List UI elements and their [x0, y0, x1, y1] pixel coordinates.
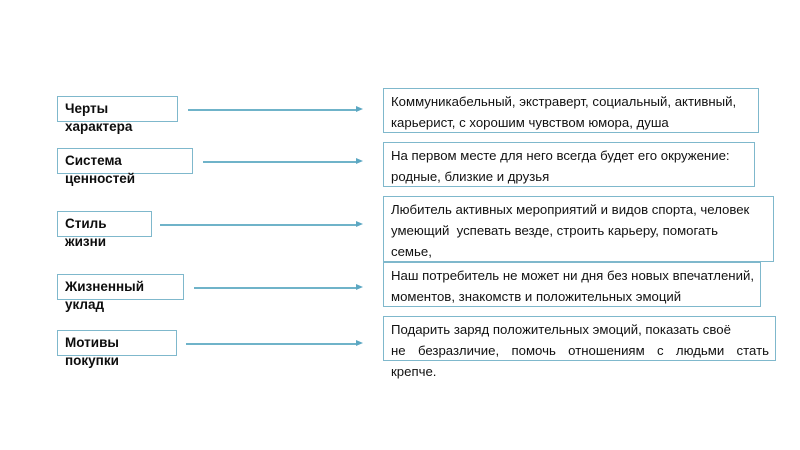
description-box-values[interactable]: На первом месте для него всегда будет ег… [383, 142, 755, 187]
description-line-overflow: крепче. [391, 364, 437, 379]
connector-arrow-lifeorder [194, 283, 363, 292]
arrow-right-icon [356, 158, 363, 164]
category-box-motives[interactable]: Мотивы покупки [57, 330, 177, 368]
arrow-right-icon [356, 284, 363, 290]
description-line: умеющий успевать везде, строить карьеру,… [391, 223, 718, 238]
arrow-right-icon [356, 221, 363, 227]
description-line: Наш потребитель не может ни дня без новы… [391, 268, 754, 283]
description-line: На первом месте для него всегда будет ег… [391, 148, 730, 163]
description-line: Коммуникабельный, экстраверт, социальный… [391, 94, 737, 109]
description-line: не безразличие, помочь отношениям с людь… [391, 343, 769, 358]
connector-arrow-lifestyle [160, 220, 363, 229]
connector-arrow-values [203, 157, 363, 166]
category-box-traits[interactable]: Черты характера [57, 96, 178, 134]
description-box-lifeorder[interactable]: Наш потребитель не может ни дня без новы… [383, 262, 761, 307]
description-line: Любитель активных мероприятий и видов сп… [391, 202, 750, 217]
connector-shaft [188, 109, 356, 111]
description-box-traits[interactable]: Коммуникабельный, экстраверт, социальный… [383, 88, 759, 133]
category-box-lifeorder[interactable]: Жизненный уклад [57, 274, 184, 312]
category-box-lifestyle[interactable]: Стиль жизни [57, 211, 152, 249]
description-line: Подарить заряд положительных эмоций, пок… [391, 322, 731, 337]
connector-shaft [160, 224, 356, 226]
connector-shaft [194, 287, 356, 289]
connector-arrow-motives [186, 339, 363, 348]
connector-shaft [186, 343, 356, 345]
arrow-right-icon [356, 340, 363, 346]
arrow-right-icon [356, 106, 363, 112]
connector-arrow-traits [188, 105, 363, 114]
description-line-overflow: семье, [391, 244, 432, 259]
description-box-lifestyle[interactable]: Любитель активных мероприятий и видов сп… [383, 196, 774, 262]
description-line-overflow: карьерист, с хорошим чувством юмора, душ… [391, 115, 669, 130]
description-line-overflow: родные, близкие и друзья [391, 169, 550, 184]
connector-shaft [203, 161, 356, 163]
description-line-overflow: моментов, знакомств и положительных эмоц… [391, 289, 682, 304]
description-box-motives[interactable]: Подарить заряд положительных эмоций, пок… [383, 316, 776, 379]
category-box-values[interactable]: Система ценностей [57, 148, 193, 186]
